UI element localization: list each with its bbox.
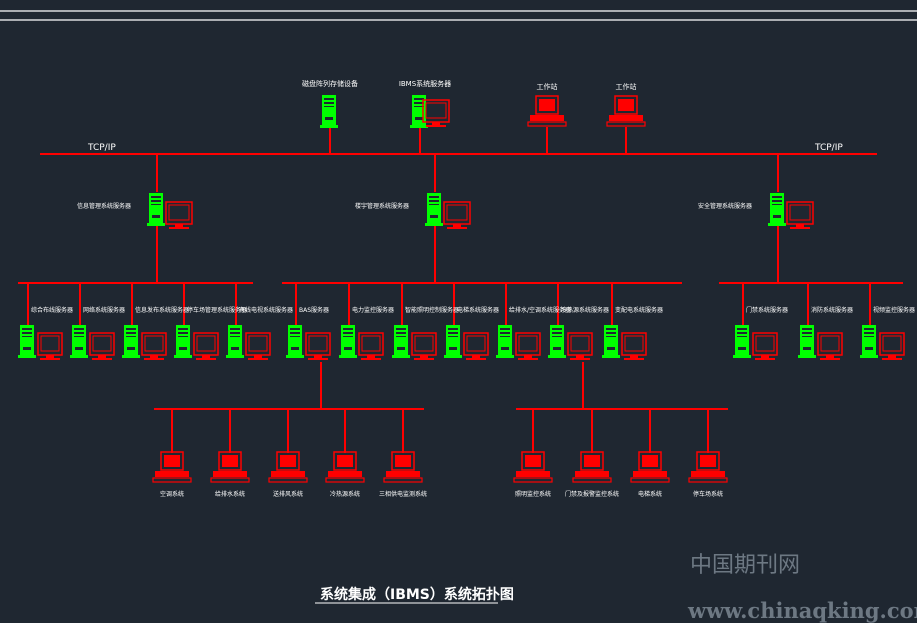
monitor-icon [879, 332, 905, 360]
workstation-label: 工作站 [616, 82, 637, 91]
server-icon [70, 325, 88, 358]
workstation-label: 工作站 [537, 82, 558, 91]
mid-server-label: 安全管理系统服务器 [698, 202, 752, 210]
monitor-icon [37, 332, 63, 360]
server-icon [798, 325, 816, 358]
field-left-label: 给排水系统 [215, 490, 245, 498]
sub-server-label: 视频监控服务器 [873, 306, 915, 314]
sub-server-label: 有线电视系统服务器 [239, 306, 293, 314]
server-icon [392, 325, 410, 358]
server-icon [444, 325, 462, 358]
sub-server-label: 消防系统服务器 [811, 306, 853, 314]
server-icon [339, 325, 357, 358]
server-icon [286, 325, 304, 358]
server-icon [320, 95, 338, 128]
server-icon [733, 325, 751, 358]
sub-server-label: 电力监控服务器 [352, 306, 394, 314]
server-icon [18, 325, 36, 358]
workstation-icon [152, 451, 192, 483]
monitor-icon [358, 332, 384, 360]
monitor-icon [89, 332, 115, 360]
field-right-label: 电梯系统 [638, 490, 662, 498]
workstation-icon [325, 451, 365, 483]
monitor-icon [165, 201, 193, 229]
workstation-icon [268, 451, 308, 483]
sub-server-label: BAS服务器 [299, 306, 329, 314]
sub-server-label: 综合布线服务器 [31, 306, 73, 314]
monitor-icon [443, 201, 471, 229]
monitor-icon [567, 332, 593, 360]
workstation-icon [572, 451, 612, 483]
monitor-icon [305, 332, 331, 360]
server-icon [147, 193, 165, 226]
workstation-icon [630, 451, 670, 483]
monitor-icon [193, 332, 219, 360]
field-right-label: 门禁及报警监控系统 [565, 490, 619, 498]
field-left-label: 送排风系统 [273, 490, 303, 498]
sub-server-label: 智能照明控制服务器 [405, 306, 459, 314]
workstation-icon [210, 451, 250, 483]
server-icon [122, 325, 140, 358]
field-left-label: 空调系统 [160, 490, 184, 498]
server-icon [860, 325, 878, 358]
server-icon [425, 193, 443, 226]
server-icon [496, 325, 514, 358]
sub-server-label: 信息发布系统服务器 [135, 306, 189, 314]
server-icon [768, 193, 786, 226]
server-icon [174, 325, 192, 358]
mid-server-label: 信息管理系统服务器 [77, 202, 131, 210]
workstation-icon [383, 451, 423, 483]
sub-server-label: 冷热源系统服务器 [561, 306, 609, 314]
monitor-icon [752, 332, 778, 360]
monitor-icon [141, 332, 167, 360]
server-icon [226, 325, 244, 358]
monitor-icon [245, 332, 271, 360]
sub-server-label: 电梯系统服务器 [457, 306, 499, 314]
watermark-url: www.chinaqking.com [687, 598, 917, 623]
top-server-label: IBMS系统服务器 [399, 79, 451, 88]
diagram-title: 系统集成（IBMS）系统拓扑图 [320, 586, 514, 603]
sub-server-label: 停车场管理系统服务器 [187, 306, 247, 314]
network-label-right: TCP/IP [814, 143, 843, 153]
monitor-icon [515, 332, 541, 360]
workstation-icon [606, 95, 646, 127]
monitor-icon [463, 332, 489, 360]
top-server-label: 磁盘阵列存储设备 [302, 79, 358, 88]
sub-server-label: 门禁系统服务器 [746, 306, 788, 314]
field-right-label: 停车场系统 [693, 490, 723, 498]
field-left-label: 三相供电监测系统 [379, 490, 427, 498]
monitor-icon [817, 332, 843, 360]
field-right-label: 照明监控系统 [515, 490, 551, 498]
workstation-icon [527, 95, 567, 127]
sub-server-label: 给排水/空调系统服务器 [509, 306, 571, 314]
monitor-icon [411, 332, 437, 360]
monitor-icon [786, 201, 814, 229]
mid-server-label: 楼宇管理系统服务器 [355, 202, 409, 210]
watermark-cn: 中国期刊网 [690, 553, 800, 578]
field-left-label: 冷热源系统 [330, 490, 360, 498]
server-icon [548, 325, 566, 358]
workstation-icon [688, 451, 728, 483]
sub-server-label: 变配电系统服务器 [615, 306, 663, 314]
server-icon [602, 325, 620, 358]
monitor-icon [621, 332, 647, 360]
workstation-icon [513, 451, 553, 483]
sub-server-label: 网络系统服务器 [83, 306, 125, 314]
network-label-left: TCP/IP [87, 143, 116, 153]
monitor-icon [422, 99, 450, 127]
